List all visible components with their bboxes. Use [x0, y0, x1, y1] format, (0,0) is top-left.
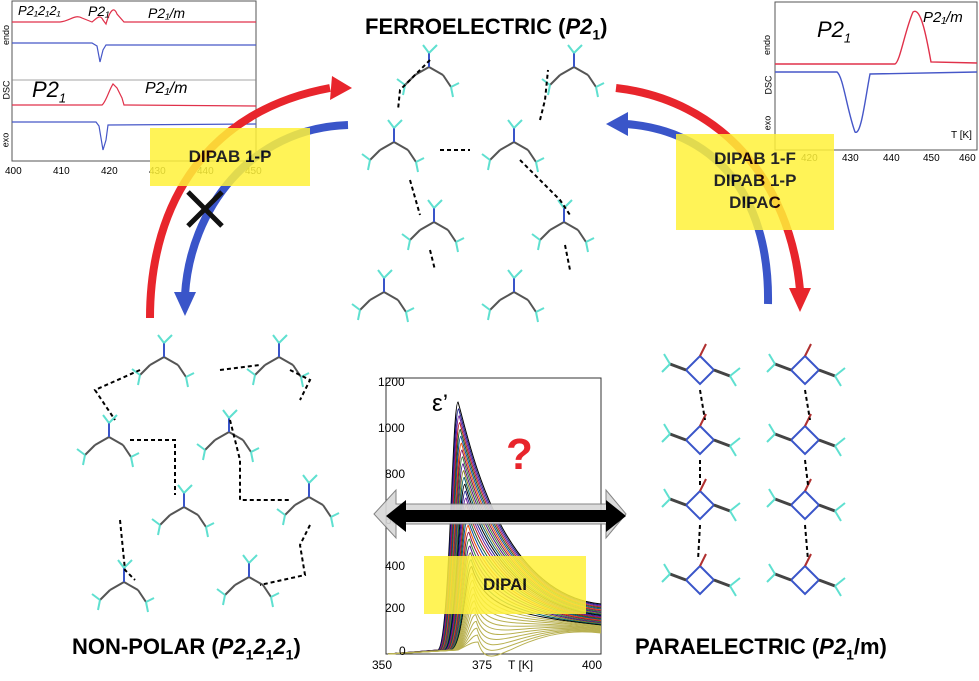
- left-red-arrowhead: [330, 76, 352, 100]
- ytick: 800: [385, 467, 406, 481]
- permittivity-curve: [387, 614, 602, 655]
- compound-label: DIPAB 1-P: [713, 171, 797, 190]
- permittivity-curve: [387, 631, 602, 657]
- dsc-left-xtick: 410: [53, 166, 70, 177]
- double-arrow: [373, 488, 627, 540]
- dsc-left-label-p21-top: P2₁: [88, 3, 110, 19]
- dsc-panel-right: endo DSC exo P21 P2₁/m T [K] 420 430 440…: [745, 0, 979, 165]
- ferroelectric-title: FERROELECTRIC (P21): [365, 14, 608, 43]
- dsc-right-graph: [774, 1, 978, 151]
- compound-label: DIPAB 1-F: [714, 149, 796, 168]
- right-blue-arrowhead: [606, 112, 628, 136]
- dsc-left-label-p21m-mid: P2₁/m: [145, 80, 188, 97]
- permittivity-curve: [387, 627, 602, 655]
- permittivity-ylabel: ε’: [432, 390, 449, 417]
- ytick: 1200: [378, 375, 405, 389]
- xtick: 375: [472, 658, 493, 672]
- dsc-left-label-p21m-top: P2₁/m: [148, 5, 186, 21]
- compound-box-left: DIPAB 1-P: [150, 128, 310, 186]
- dsc-panel-left: endo DSC exo P2₁2₁2₁ P2₁ P2₁/m P21 P2₁/m…: [0, 0, 262, 180]
- compound-label: DIPAI: [482, 575, 528, 594]
- dsc-right-xtick: 460: [959, 153, 976, 164]
- nonpolar-structure: [76, 334, 340, 613]
- permittivity-curve: [387, 620, 602, 655]
- question-mark: ?: [506, 430, 533, 479]
- ferroelectric-structure: [351, 44, 605, 323]
- dsc-left-graph: [11, 0, 257, 162]
- ytick: 1000: [378, 421, 405, 435]
- left-red-arrow: [146, 84, 331, 319]
- dsc-right-xtick: 440: [883, 153, 900, 164]
- dsc-right-label-p21m: P2₁/m: [923, 9, 963, 26]
- dsc-left-xtick: 420: [101, 166, 118, 177]
- right-red-arrowhead: [789, 288, 811, 312]
- nonpolar-title: NON-POLAR (P212121): [72, 634, 301, 663]
- compound-label: DIPAB 1-P: [188, 147, 272, 166]
- blocked-cross-icon: [186, 190, 224, 228]
- dsc-right-tk-label: T [K]: [951, 130, 972, 141]
- paraelectric-structure: [660, 342, 847, 598]
- compound-box-right: DIPAB 1-F DIPAB 1-P DIPAC: [676, 134, 834, 230]
- ytick: 0: [399, 644, 406, 658]
- ytick: 200: [385, 601, 406, 615]
- dsc-right-label-p21: P21: [817, 17, 852, 46]
- compound-label: DIPAC: [729, 193, 781, 212]
- permittivity-curve: [387, 607, 602, 655]
- dsc-right-xtick: 450: [923, 153, 940, 164]
- left-blue-arrowhead: [174, 292, 196, 316]
- permittivity-xlabel: T [K]: [508, 658, 534, 672]
- compound-box-center: DIPAI: [424, 556, 586, 614]
- xtick: 350: [372, 658, 393, 672]
- paraelectric-title: PARAELECTRIC (P21/m): [635, 634, 887, 663]
- dsc-left-label-p212121: P2₁2₁2₁: [18, 3, 61, 18]
- xtick: 400: [582, 658, 603, 672]
- dsc-right-xtick: 430: [842, 153, 859, 164]
- dsc-left-xtick: 400: [5, 166, 22, 177]
- ytick: 400: [385, 559, 406, 573]
- dsc-left-label-p21-mid: P21: [32, 77, 67, 106]
- permittivity-curve: [387, 630, 602, 655]
